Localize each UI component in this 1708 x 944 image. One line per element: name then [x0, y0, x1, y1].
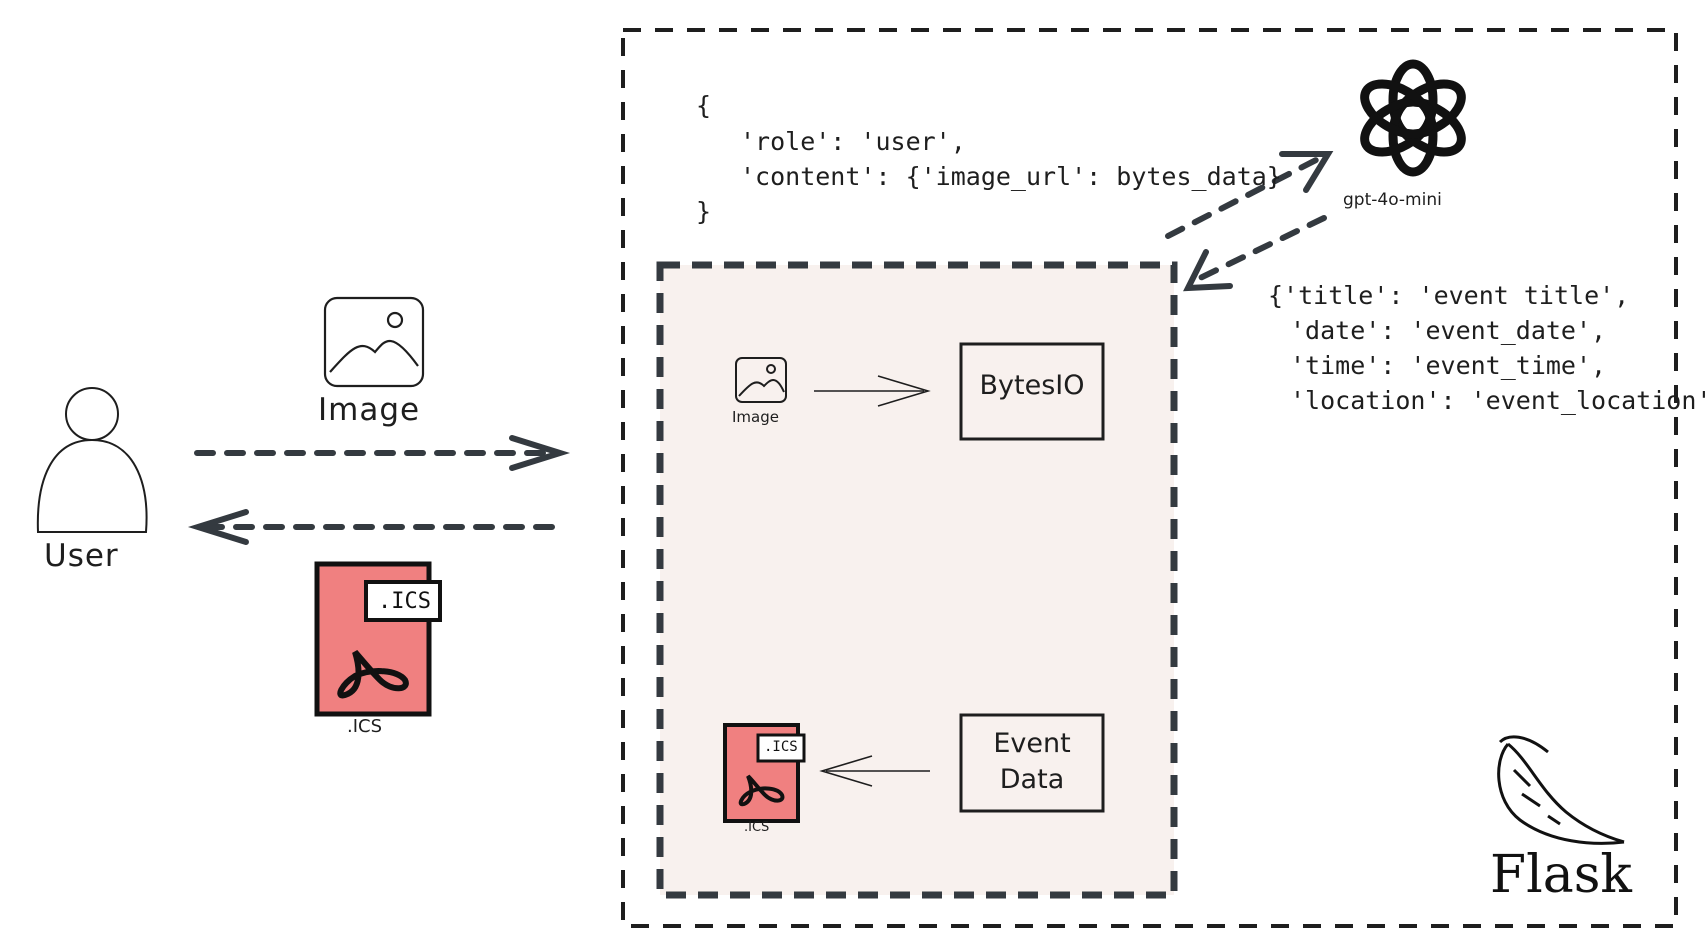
request-line-1: {: [696, 91, 712, 120]
response-line-1: {'title': 'event title',: [1268, 281, 1630, 310]
event-data-label: Event Data: [993, 728, 1071, 795]
response-line-2: 'date': 'event_date',: [1290, 316, 1607, 345]
download-arrow: [187, 509, 555, 545]
inner-image-icon: [735, 357, 787, 403]
user-label: User: [44, 538, 119, 574]
event-data-box: [959, 713, 1105, 813]
user-icon: [36, 387, 148, 533]
inner-ics-label: .ICS: [744, 820, 770, 835]
flask-label: Flask: [1490, 845, 1632, 905]
request-line-2: 'role': 'user',: [740, 127, 966, 156]
inner-ics-file-icon: [723, 723, 806, 823]
ics-badge: .ICS: [378, 589, 431, 614]
upload-arrow: [194, 435, 571, 471]
request-line-3: 'content': {'image_url': bytes_data}: [740, 162, 1282, 191]
event-to-ics-arrow: [819, 755, 930, 787]
request-line-4: }: [696, 197, 712, 226]
image-icon: [323, 296, 425, 388]
bytesio-label: BytesIO: [979, 370, 1085, 401]
image-to-bytesio-arrow: [814, 375, 931, 407]
bytesio-box: [959, 342, 1105, 441]
inner-ics-badge: .ICS: [764, 739, 798, 755]
image-label: Image: [318, 392, 421, 428]
ics-file-icon: [314, 561, 442, 717]
response-line-4: 'location': 'event_location'}: [1290, 386, 1708, 415]
model-label: gpt-4o-mini: [1343, 190, 1442, 210]
response-arrow: [1183, 215, 1327, 292]
inner-image-label: Image: [732, 408, 779, 426]
ics-label: .ICS: [347, 716, 383, 737]
openai-logo-icon: [1360, 59, 1466, 177]
flask-container: [621, 28, 1678, 928]
response-line-3: 'time': 'event_time',: [1290, 351, 1607, 380]
request-arrow: [1165, 151, 1334, 239]
flask-logo-icon: [1497, 735, 1625, 845]
